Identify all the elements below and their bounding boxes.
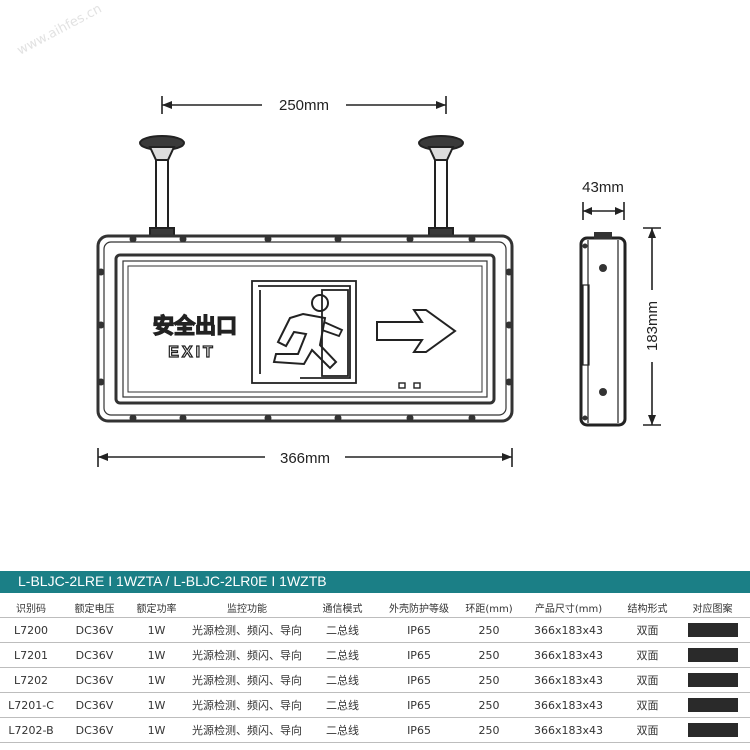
table-cell-size: 366x183x43: [517, 692, 620, 718]
dim-top-width: [161, 96, 447, 114]
dim-depth-label: 43mm: [582, 179, 624, 196]
housing-screws: [97, 235, 513, 422]
dim-depth: [582, 202, 625, 220]
table-header-row: 识别码额定电压额定功率监控功能通信模式外壳防护等级环距(mm)产品尺寸(mm)结…: [0, 597, 750, 618]
table-cell-voltage: DC36V: [62, 667, 127, 693]
table-cell-distance: 250: [461, 642, 517, 668]
indicator-leds: [398, 382, 421, 389]
dim-height: [643, 227, 661, 426]
table-cell-comm: 二总线: [308, 692, 377, 718]
table-cell-structure: 双面: [620, 642, 675, 668]
sign-english-text: EXIT: [168, 344, 216, 361]
table-header-cell: 结构形式: [620, 597, 675, 618]
table-cell-structure: 双面: [620, 692, 675, 718]
table-cell-power: 1W: [127, 717, 186, 743]
table-cell-power: 1W: [127, 642, 186, 668]
left-arrow-exit-icon: [687, 673, 738, 687]
table-cell-code: L7202-B: [0, 717, 62, 743]
table-header-cell: 识别码: [0, 597, 62, 618]
table-cell-comm: 二总线: [308, 667, 377, 693]
table-cell-ip: IP65: [377, 617, 461, 643]
table-cell-power: 1W: [127, 692, 186, 718]
table-cell-ip: IP65: [377, 667, 461, 693]
table-cell-ip: IP65: [377, 642, 461, 668]
left-right-arrow-exit-icon: [687, 623, 738, 637]
model-title: L-BLJC-2LRE I 1WZTA / L-BLJC-2LR0E I 1WZ…: [18, 573, 327, 589]
table-cell-comm: 二总线: [308, 642, 377, 668]
sign-chinese-text: 安全出口: [153, 314, 237, 338]
table-cell-monitor: 光源检测、频闪、导向: [186, 642, 308, 668]
table-cell-code: L7201-C: [0, 692, 62, 718]
table-header-cell: 产品尺寸(mm): [517, 597, 620, 618]
right-mounting-post: [418, 135, 464, 237]
table-cell-structure: 双面: [620, 717, 675, 743]
running-man-icon: [251, 280, 357, 384]
table-cell-monitor: 光源检测、频闪、导向: [186, 717, 308, 743]
table-cell-ip: IP65: [377, 692, 461, 718]
left-mounting-post: [139, 135, 185, 237]
table-cell-size: 366x183x43: [517, 717, 620, 743]
table-cell-pattern: [675, 667, 750, 693]
technical-drawing: www.aihfes.cn 250mm 安: [15, 1, 661, 467]
table-cell-distance: 250: [461, 667, 517, 693]
table-cell-voltage: DC36V: [62, 642, 127, 668]
table-cell-voltage: DC36V: [62, 617, 127, 643]
dim-bottom-width: [97, 448, 513, 467]
table-cell-ip: IP65: [377, 717, 461, 743]
table-header-cell: 通信模式: [308, 597, 377, 618]
table-cell-comm: 二总线: [308, 717, 377, 743]
table-cell-distance: 250: [461, 692, 517, 718]
table-cell-distance: 250: [461, 617, 517, 643]
spec-table: 识别码额定电压额定功率监控功能通信模式外壳防护等级环距(mm)产品尺寸(mm)结…: [0, 597, 750, 743]
table-cell-code: L7200: [0, 617, 62, 643]
table-cell-size: 366x183x43: [517, 667, 620, 693]
table-cell-size: 366x183x43: [517, 642, 620, 668]
watermark: www.aihfes.cn: [15, 1, 105, 58]
table-cell-power: 1W: [127, 617, 186, 643]
table-cell-comm: 二总线: [308, 617, 377, 643]
left-exit-icon: [687, 723, 738, 737]
table-cell-pattern: [675, 692, 750, 718]
table-header-cell: 额定电压: [62, 597, 127, 618]
dim-height-label: 183mm: [644, 301, 661, 351]
exit-right-arrow-icon: [687, 648, 738, 662]
table-cell-distance: 250: [461, 717, 517, 743]
table-cell-monitor: 光源检测、频闪、导向: [186, 667, 308, 693]
dim-top-width-label: 250mm: [279, 97, 329, 114]
table-cell-monitor: 光源检测、频闪、导向: [186, 617, 308, 643]
side-view-screws: [582, 243, 607, 421]
table-cell-pattern: [675, 717, 750, 743]
exit-right-icon: [687, 698, 738, 712]
table-header-cell: 对应图案: [675, 597, 750, 618]
table-cell-power: 1W: [127, 667, 186, 693]
table-cell-pattern: [675, 617, 750, 643]
table-header-cell: 监控功能: [186, 597, 308, 618]
right-arrow-icon: [376, 309, 457, 353]
table-cell-monitor: 光源检测、频闪、导向: [186, 692, 308, 718]
table-cell-structure: 双面: [620, 617, 675, 643]
table-cell-code: L7202: [0, 667, 62, 693]
table-cell-voltage: DC36V: [62, 692, 127, 718]
sign-housing: [96, 234, 514, 423]
table-cell-structure: 双面: [620, 667, 675, 693]
table-header-cell: 环距(mm): [461, 597, 517, 618]
table-cell-size: 366x183x43: [517, 617, 620, 643]
table-cell-code: L7201: [0, 642, 62, 668]
model-title-bar: L-BLJC-2LRE I 1WZTA / L-BLJC-2LR0E I 1WZ…: [0, 571, 750, 593]
side-view-housing: [579, 232, 627, 427]
table-cell-voltage: DC36V: [62, 717, 127, 743]
table-header-cell: 额定功率: [127, 597, 186, 618]
dim-bottom-width-label: 366mm: [280, 450, 330, 467]
table-header-cell: 外壳防护等级: [377, 597, 461, 618]
table-cell-pattern: [675, 642, 750, 668]
